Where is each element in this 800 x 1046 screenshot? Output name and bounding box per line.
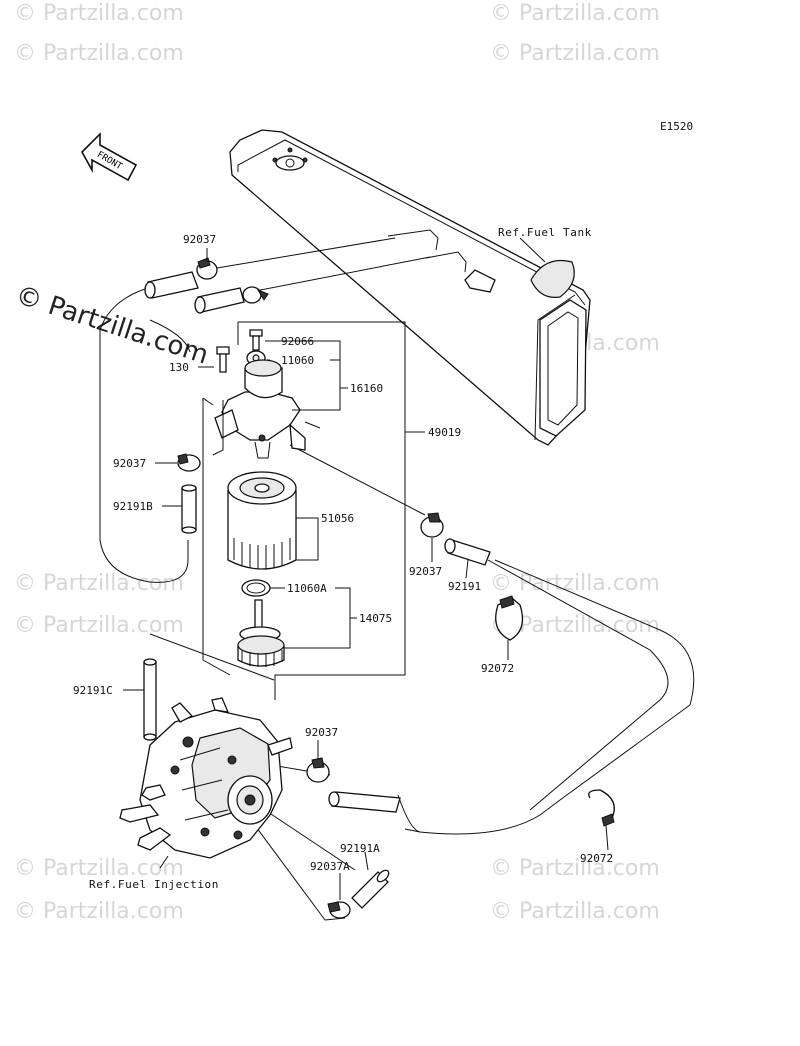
fuel-tank bbox=[229, 129, 591, 446]
label-92037-left: 92037 bbox=[113, 457, 146, 470]
label-92072-bottom: 92072 bbox=[580, 852, 613, 865]
label-92037-top: 92037 bbox=[183, 233, 216, 246]
bolt-130 bbox=[216, 346, 230, 373]
hose-clamp-92037-top bbox=[196, 257, 269, 304]
o-ring-11060A bbox=[241, 579, 271, 597]
assembly-brackets bbox=[149, 321, 406, 700]
label-11060A: 11060A bbox=[287, 582, 327, 595]
watermark-text: © Partzilla.com bbox=[490, 856, 660, 881]
label-14075: 14075 bbox=[359, 612, 392, 625]
watermark-text: © Partzilla.com bbox=[490, 1, 660, 26]
watermark-text: © Partzilla.com bbox=[14, 41, 184, 66]
hose-clamp-92037A bbox=[327, 901, 351, 919]
label-51056: 51056 bbox=[321, 512, 354, 525]
part-labels: 92037 92066 11060 130 16160 49019 92037 … bbox=[73, 226, 613, 891]
label-92191A: 92191A bbox=[340, 842, 380, 855]
label-ref-fuel-tank: Ref.Fuel Tank bbox=[498, 226, 592, 239]
label-92037-pump: 92037 bbox=[305, 726, 338, 739]
hose-92191C bbox=[143, 658, 157, 741]
hose-92191-pump bbox=[328, 791, 401, 813]
filter-head-16160 bbox=[214, 359, 306, 459]
leader-lines bbox=[123, 237, 609, 900]
label-130: 130 bbox=[169, 361, 189, 374]
fuel-lines bbox=[99, 237, 695, 921]
label-92037-mid: 92037 bbox=[409, 565, 442, 578]
label-92191: 92191 bbox=[448, 580, 481, 593]
drain-plug-14075 bbox=[237, 599, 285, 667]
label-92191B: 92191B bbox=[113, 500, 153, 513]
hose-92191B bbox=[181, 484, 197, 534]
clip-92072-bottom bbox=[588, 789, 615, 827]
watermark-text: © Partzilla.com bbox=[490, 899, 660, 924]
watermark-layer: © Partzilla.com © Partzilla.com © Partzi… bbox=[14, 1, 660, 924]
label-92066: 92066 bbox=[281, 335, 314, 348]
label-ref-fuel-injection: Ref.Fuel Injection bbox=[89, 878, 219, 891]
watermark-text: © Partzilla.com bbox=[14, 856, 184, 881]
hose-clamp-92037-pump bbox=[306, 757, 330, 783]
label-16160: 16160 bbox=[350, 382, 383, 395]
watermark-text: © Partzilla.com bbox=[14, 613, 184, 638]
front-arrow-icon: FRONT bbox=[81, 132, 138, 182]
watermark-text: © Partzilla.com bbox=[14, 899, 184, 924]
watermark-text: © Partzilla.com bbox=[14, 571, 184, 596]
fuel-filter-51056 bbox=[227, 471, 297, 570]
label-92037A: 92037A bbox=[310, 860, 350, 873]
watermark-text: © Partzilla.com bbox=[490, 571, 660, 596]
watermark-main: © Partzilla.com bbox=[12, 280, 212, 371]
label-92191C: 92191C bbox=[73, 684, 113, 697]
bolt-92066 bbox=[249, 329, 263, 351]
label-49019: 49019 bbox=[428, 426, 461, 439]
hose-92191A bbox=[351, 869, 390, 909]
watermark-text: © Partzilla.com bbox=[490, 41, 660, 66]
clip-92072-mid bbox=[495, 595, 524, 641]
label-92072-mid: 92072 bbox=[481, 662, 514, 675]
hose-clamp-92037-mid bbox=[420, 512, 444, 538]
diagram-code: E1520 bbox=[660, 120, 693, 133]
watermark-text: © Partzilla.com bbox=[14, 1, 184, 26]
injection-pump bbox=[119, 697, 293, 859]
hose-92191-top bbox=[144, 271, 245, 314]
label-11060: 11060 bbox=[281, 354, 314, 367]
hose-92191 bbox=[444, 538, 491, 566]
hose-clamp-92037-left bbox=[177, 453, 201, 472]
